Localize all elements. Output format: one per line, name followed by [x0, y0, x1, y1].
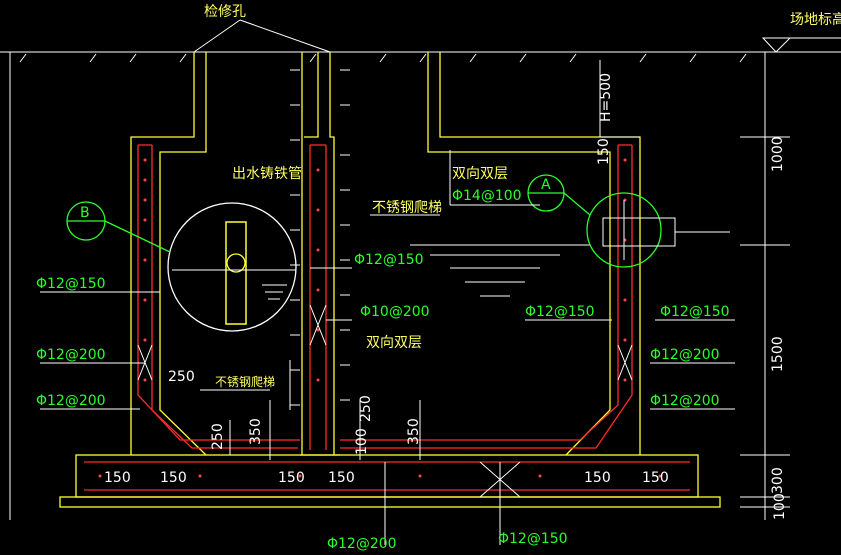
rebar-lines — [84, 144, 690, 491]
rebar-mid-3: Φ12@150 — [525, 304, 595, 320]
dim-150-e: 150 — [584, 470, 611, 486]
dim-150-a: 150 — [104, 470, 131, 486]
rebar-left-3: Φ12@200 — [36, 393, 106, 409]
dimension-lines — [229, 52, 790, 520]
rebar-right-2: Φ12@200 — [650, 347, 720, 363]
callout-a-letter: A — [541, 177, 551, 193]
rebar-mid-2: Φ10@200 — [360, 304, 430, 320]
rebar-bottom-1: Φ12@200 — [327, 536, 397, 552]
dim-250-b: 250 — [210, 423, 226, 450]
dim-1000: 1000 — [770, 136, 786, 172]
dim-350-a: 350 — [248, 418, 264, 445]
callout-a-icon — [527, 174, 591, 216]
rebar-bottom-2: Φ12@150 — [498, 531, 568, 547]
dim-150-top: 150 — [596, 138, 612, 165]
dim-250-a: 250 — [168, 369, 195, 385]
elevation-marker-icon — [761, 37, 841, 53]
dim-150-c: 150 — [278, 470, 305, 486]
cross-marks — [137, 304, 633, 498]
inspection-hole-label: 检修孔 — [204, 4, 246, 20]
rebar-mid-1: Φ12@150 — [354, 252, 424, 268]
water-level — [410, 244, 590, 297]
site-elevation-label: 场地标高 — [790, 11, 841, 28]
dim-100-a: 100 — [354, 428, 370, 455]
tank-structure — [59, 52, 721, 508]
dim-1500: 1500 — [770, 336, 786, 372]
dim-150-d: 150 — [328, 470, 355, 486]
dim-300: 300 — [770, 467, 786, 494]
dim-150-f: 150 — [642, 470, 669, 486]
outlet-pipe-label: 出水铸铁管 — [232, 166, 302, 182]
dim-150-b: 150 — [160, 470, 187, 486]
rebar-dots — [98, 158, 662, 478]
detail-a-circle — [586, 192, 730, 268]
dim-350-b: 350 — [406, 418, 422, 445]
leader-lines — [40, 19, 735, 545]
callout-b-icon — [66, 201, 171, 253]
h-note: H=500 — [598, 73, 614, 122]
rebar-left-2: Φ12@200 — [36, 347, 106, 363]
ground-line — [0, 51, 841, 520]
ground-hatch — [19, 53, 747, 63]
both-dir-label-1: 双向双层 — [452, 166, 508, 182]
ladder-label-1: 不锈钢爬梯 — [372, 200, 442, 216]
callout-b-letter: B — [80, 205, 90, 221]
both-dir-label-2: 双向双层 — [366, 335, 422, 351]
ladder-label-2: 不锈钢爬梯 — [215, 375, 275, 389]
detail-b-circle — [167, 202, 297, 332]
rebar-right-1: Φ12@150 — [660, 304, 730, 320]
rebar-right-3: Φ12@200 — [650, 393, 720, 409]
rebar-top: Φ14@100 — [452, 188, 522, 204]
ladder-rungs — [290, 69, 350, 406]
dim-100-b: 100 — [772, 493, 788, 520]
rebar-left-1: Φ12@150 — [36, 276, 106, 292]
dim-250-c: 250 — [358, 395, 374, 422]
